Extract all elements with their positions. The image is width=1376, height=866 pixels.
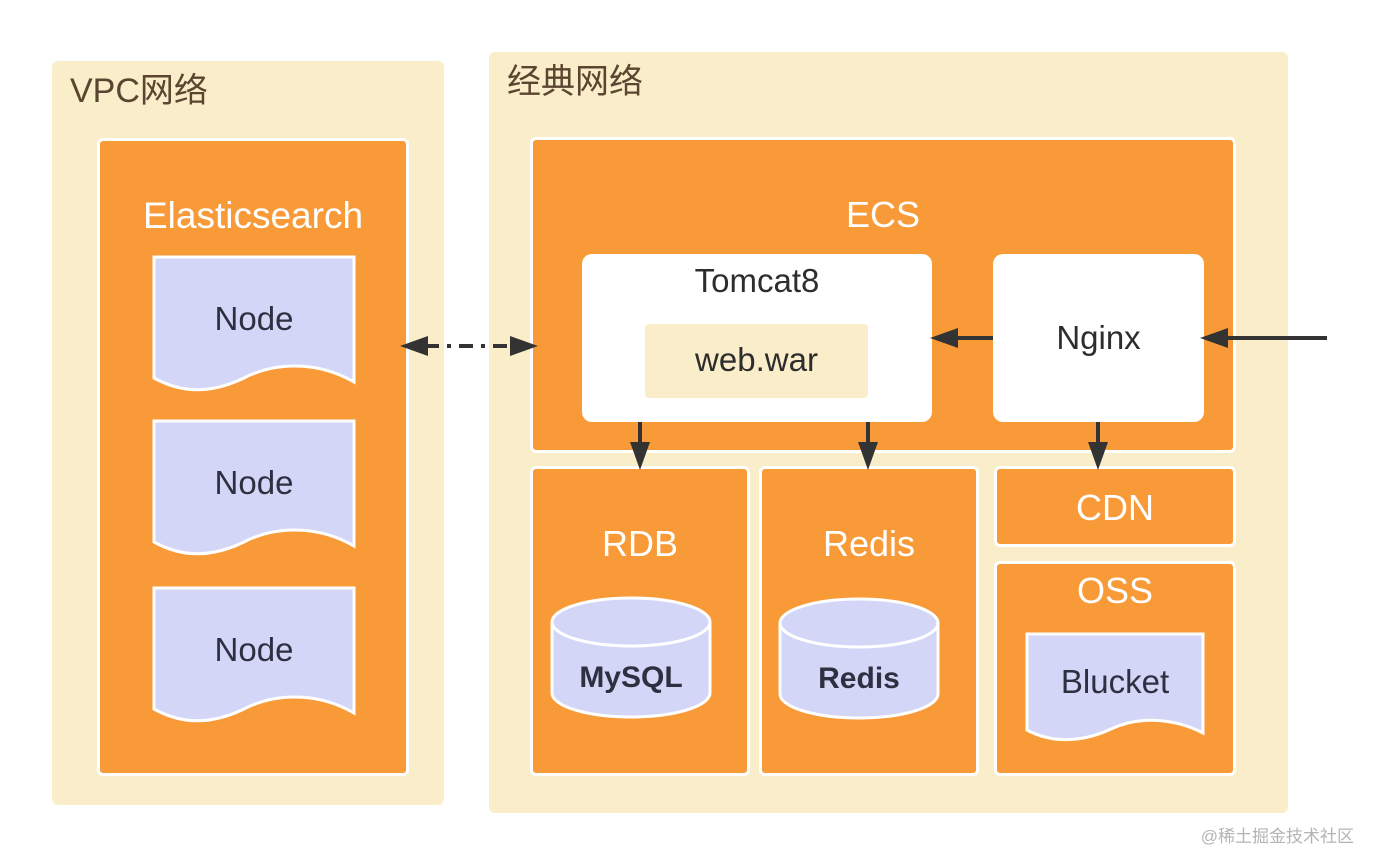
es-node-3-label: Node xyxy=(214,631,294,668)
nginx-server: Nginx xyxy=(993,254,1204,422)
redis-title: Redis xyxy=(822,523,916,564)
cdn-service: CDN xyxy=(994,466,1236,547)
web-war-label: web.war xyxy=(695,341,818,378)
es-node-3: Node xyxy=(152,586,356,727)
mysql-database: MySQL xyxy=(550,595,712,720)
watermark: @稀土掘金技术社区 xyxy=(1200,827,1354,846)
es-node-1-label: Node xyxy=(214,300,294,337)
elasticsearch-title: Elasticsearch xyxy=(142,195,364,236)
document-shape-icon xyxy=(152,419,356,556)
es-node-2-label: Node xyxy=(214,464,294,501)
redis-db-label: Redis xyxy=(818,662,900,695)
es-node-2: Node xyxy=(152,419,356,560)
vpc-network-title: VPC网络 xyxy=(70,72,208,110)
tomcat-title: Tomcat8 xyxy=(694,262,820,299)
database-cylinder-icon xyxy=(550,596,712,719)
document-shape-icon xyxy=(152,586,356,723)
document-shape-icon xyxy=(1025,632,1205,742)
es-node-1: Node xyxy=(152,255,356,396)
redis-database: Redis xyxy=(778,596,940,721)
ecs-title: ECS xyxy=(845,194,921,235)
database-cylinder-icon xyxy=(778,597,940,720)
mysql-label: MySQL xyxy=(579,661,683,694)
classic-network-title: 经典网络 xyxy=(507,63,643,101)
nginx-label: Nginx xyxy=(1056,319,1141,356)
tomcat-server: Tomcat8 web.war xyxy=(582,254,932,422)
cdn-title: CDN xyxy=(1076,487,1154,528)
rdb-title: RDB xyxy=(601,523,678,564)
oss-bucket: Blucket xyxy=(1025,632,1205,745)
oss-title: OSS xyxy=(1076,570,1154,611)
web-war-artifact: web.war xyxy=(645,324,868,398)
bucket-label: Blucket xyxy=(1060,663,1170,700)
document-shape-icon xyxy=(152,255,356,392)
